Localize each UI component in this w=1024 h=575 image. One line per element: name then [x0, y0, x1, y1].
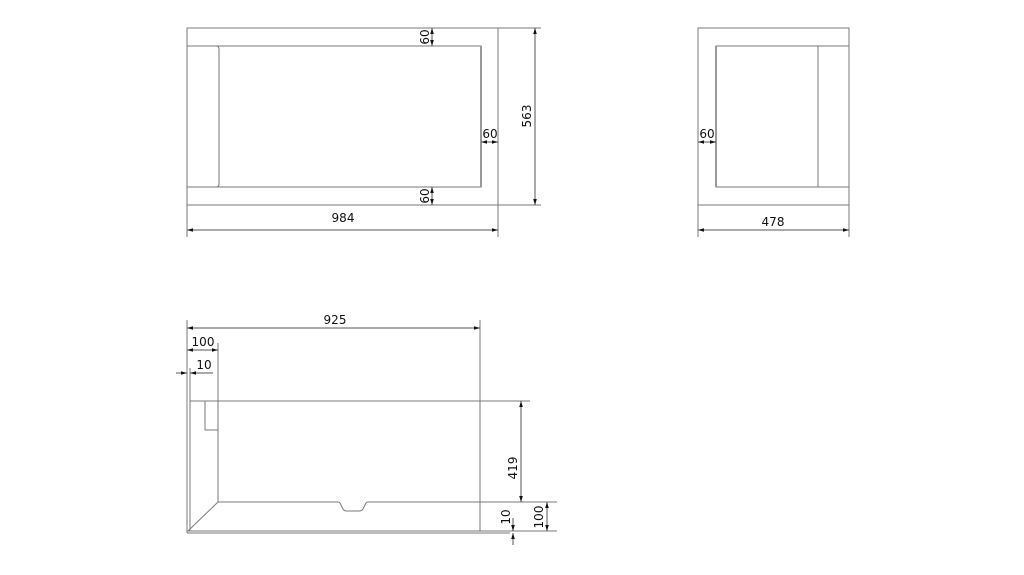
dimension-label: 10	[499, 509, 513, 524]
dim-side-rim: 60	[698, 127, 716, 144]
dimension-label: 60	[699, 127, 714, 141]
dim-base-thickness-10: 10	[499, 509, 515, 545]
dimension-label: 925	[324, 313, 347, 327]
top-view: 60 60 60 563 984	[186, 27, 541, 237]
dimension-label: 10	[196, 358, 211, 372]
overflow-box	[204, 400, 219, 431]
dimension-label: 100	[192, 335, 215, 349]
dim-height-419: 419	[506, 401, 523, 502]
dim-right-rim: 60	[481, 127, 498, 144]
dim-width-563: 563	[498, 27, 541, 206]
inner-basin	[187, 45, 482, 188]
dim-top-rim: 60	[418, 28, 434, 46]
base-line-with-drain	[218, 501, 527, 512]
dim-width-478: 478	[697, 205, 850, 237]
dimension-label: 100	[532, 506, 546, 529]
dimension-label: 984	[332, 211, 355, 225]
dimension-label: 478	[762, 215, 785, 229]
outer-outline	[697, 27, 850, 206]
left-panel	[187, 45, 220, 188]
dimension-label: 60	[482, 127, 497, 141]
dim-length-984: 984	[186, 205, 499, 237]
side-view: 60 478	[697, 27, 850, 237]
front-view: 925 100 10 419 10 100	[176, 313, 557, 545]
dimension-label: 563	[520, 105, 534, 128]
dimension-label: 60	[418, 29, 432, 44]
dim-bottom-rim: 60	[418, 187, 434, 205]
dim-step-100: 100	[187, 335, 218, 352]
dim-length-925: 925	[187, 313, 480, 330]
dimension-label: 60	[418, 188, 432, 203]
outer-outline	[186, 27, 499, 206]
dimension-label: 419	[506, 457, 520, 480]
inner-basin	[715, 45, 849, 188]
dim-wall-10: 10	[176, 358, 213, 375]
dim-base-height-100: 100	[527, 501, 557, 531]
